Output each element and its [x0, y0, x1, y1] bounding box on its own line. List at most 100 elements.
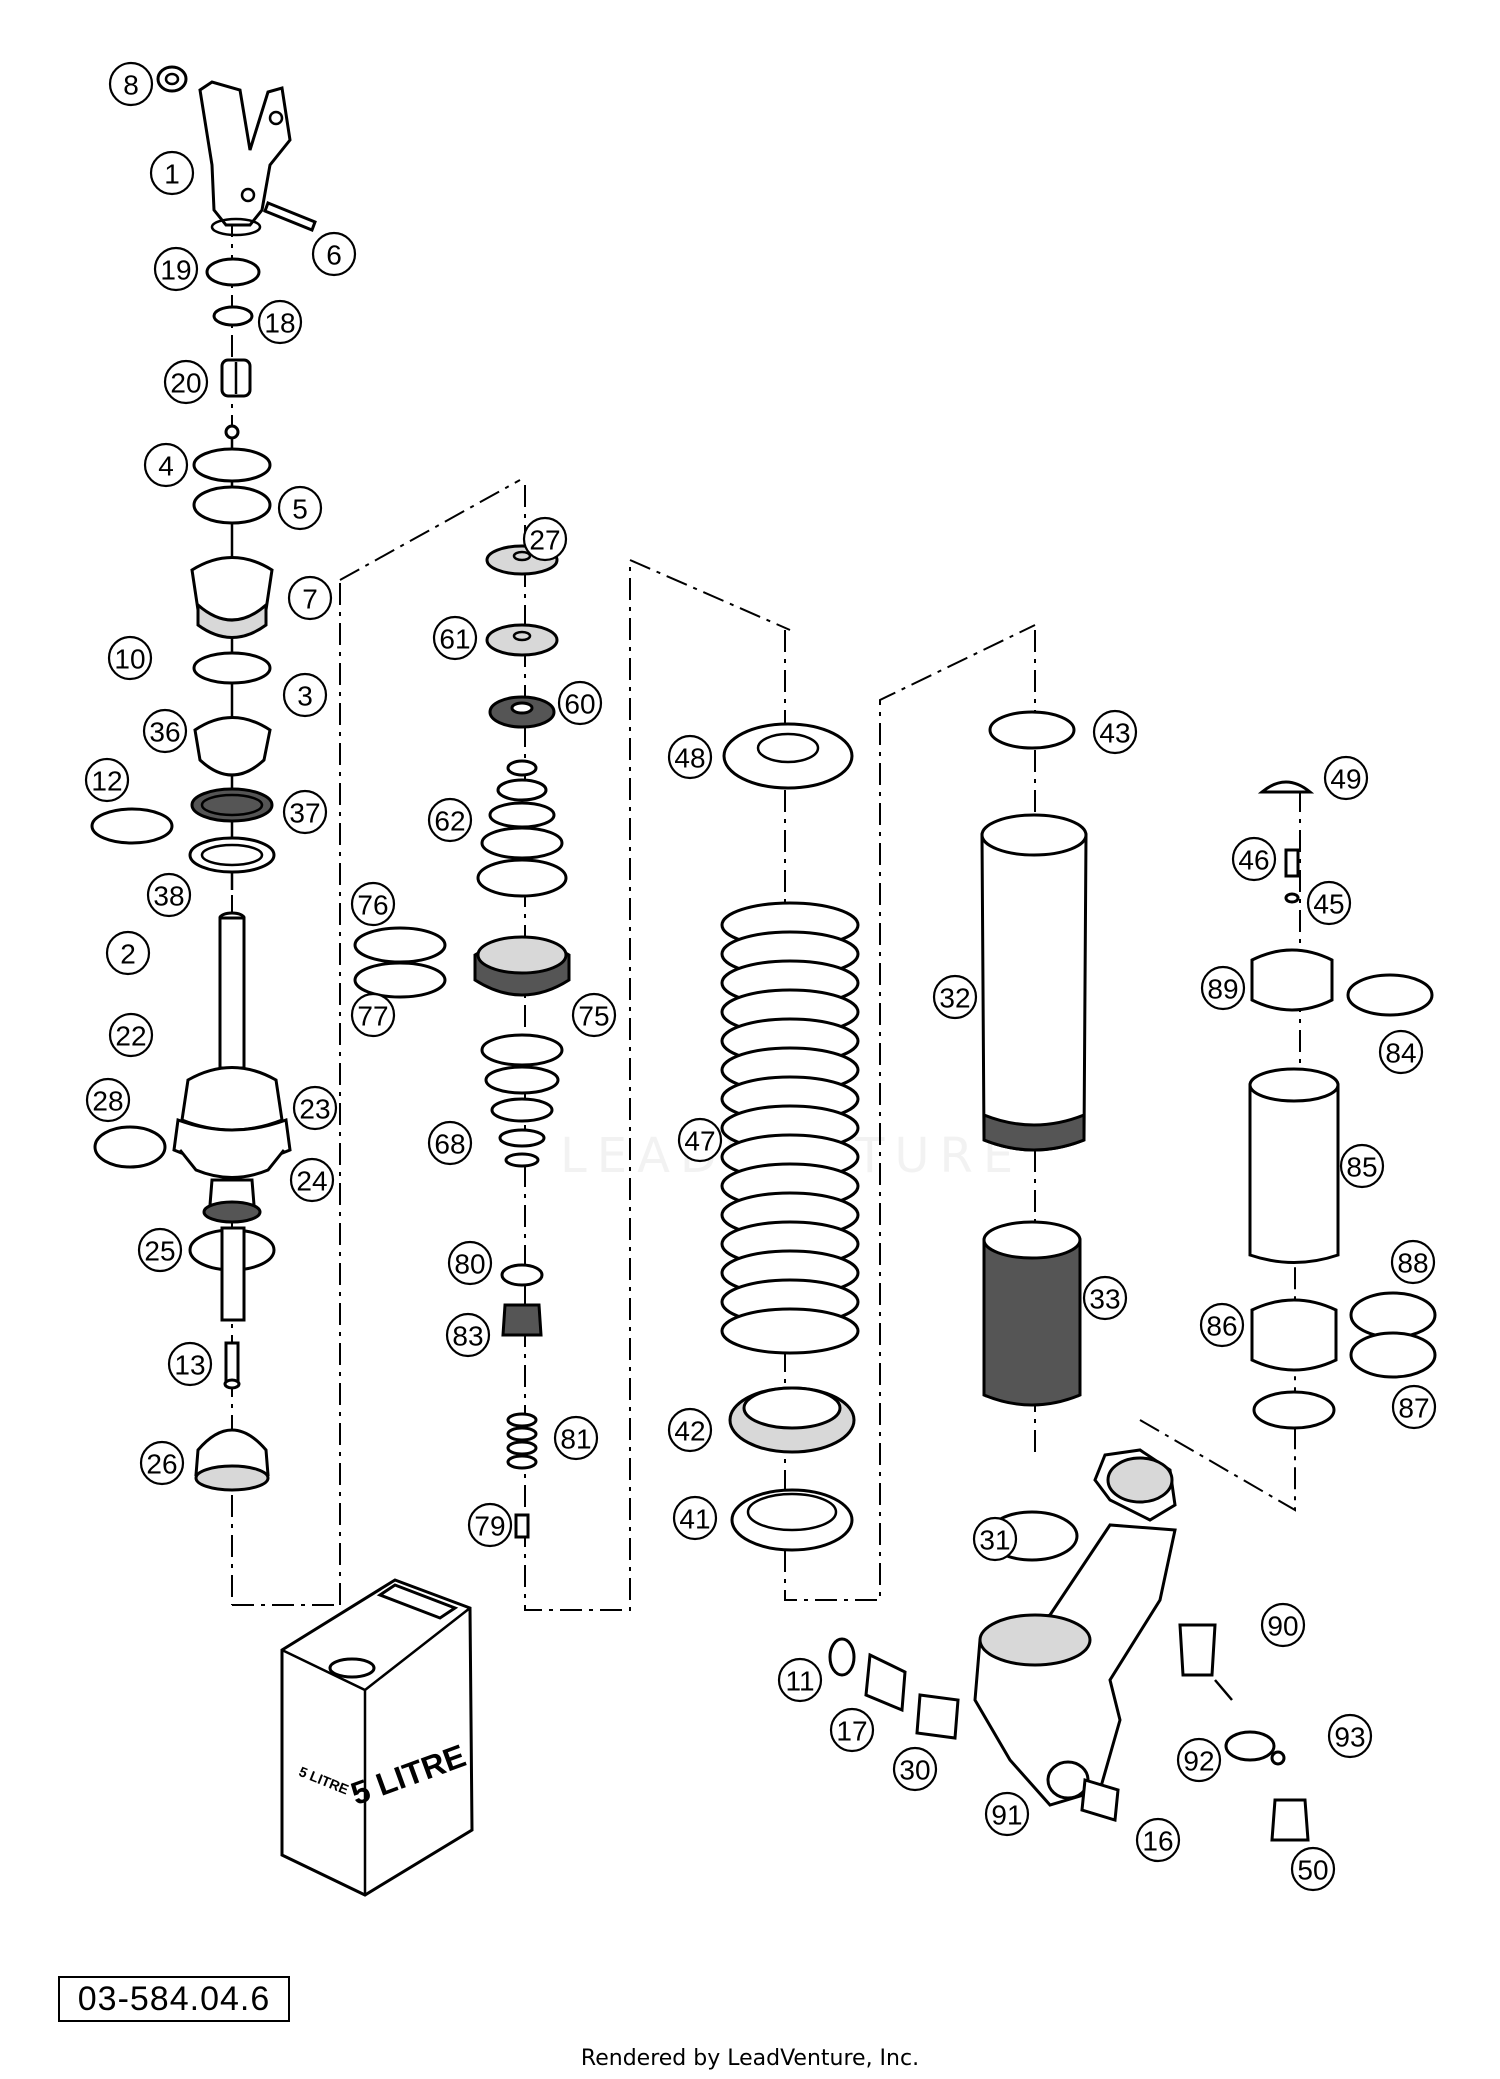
callout-circle: [143, 442, 189, 488]
callout-number: 3: [297, 681, 313, 712]
callout-62: 62: [427, 797, 473, 843]
callout-number: 83: [452, 1321, 483, 1352]
part-8-nut: [156, 65, 188, 93]
callout-circle: [672, 1495, 718, 1541]
callout-number: 8: [123, 70, 139, 101]
callout-75: 75: [571, 992, 617, 1038]
callout-circle: [1135, 1817, 1181, 1863]
callout-7: 7: [287, 575, 333, 621]
callout-31: 31: [972, 1516, 1018, 1562]
part-rod-top-stack: [188, 424, 276, 890]
callout-circle: [85, 1077, 131, 1123]
callout-circle: [1176, 1737, 1222, 1783]
callout-circle: [1199, 1302, 1245, 1348]
callout-number: 91: [991, 1800, 1022, 1831]
callout-number: 33: [1089, 1284, 1120, 1315]
part-2-piston-rod: [218, 911, 246, 1070]
callout-19: 19: [153, 246, 199, 292]
part-rod-lower: [220, 1226, 246, 1322]
callout-circle: [257, 299, 303, 345]
callout-83: 83: [445, 1312, 491, 1358]
callout-42: 42: [667, 1407, 713, 1453]
callout-91: 91: [984, 1791, 1030, 1837]
callout-8: 8: [108, 61, 154, 107]
callout-number: 46: [1238, 845, 1269, 876]
part-20-bushing: [220, 358, 252, 398]
part-13-screw: [223, 1341, 241, 1390]
part-30-lower-eye: [973, 1448, 1177, 1807]
callout-number: 88: [1397, 1248, 1428, 1279]
callout-number: 86: [1206, 1311, 1237, 1342]
callout-18: 18: [257, 299, 303, 345]
callout-circle: [932, 974, 978, 1020]
callout-circle: [984, 1791, 1030, 1837]
part-22-23-rod-guide: [172, 1066, 292, 1179]
callout-circle: [1327, 1713, 1373, 1759]
callout-circle: [467, 1502, 513, 1548]
callout-number: 42: [674, 1416, 705, 1447]
callout-number: 60: [564, 689, 595, 720]
callout-92: 92: [1176, 1737, 1222, 1783]
part-24-piston: [202, 1178, 262, 1224]
callout-33: 33: [1082, 1275, 1128, 1321]
callout-number: 7: [302, 584, 318, 615]
callout-number: 61: [439, 624, 470, 655]
callout-number: 90: [1267, 1611, 1298, 1642]
part-33-sleeve: [982, 1220, 1082, 1407]
callout-number: 47: [684, 1126, 715, 1157]
callout-circle: [105, 930, 151, 976]
callout-87: 87: [1391, 1384, 1437, 1430]
callout-circle: [1391, 1384, 1437, 1430]
callout-23: 23: [292, 1085, 338, 1131]
callout-circle: [445, 1312, 491, 1358]
part-42-41-nuts: [728, 1386, 856, 1552]
callout-circle: [107, 635, 153, 681]
callout-number: 85: [1346, 1152, 1377, 1183]
part-1-clevis: [198, 80, 292, 237]
callout-number: 81: [560, 1424, 591, 1455]
callout-circle: [667, 734, 713, 780]
callout-26: 26: [139, 1440, 185, 1486]
callout-circle: [1306, 880, 1352, 926]
callout-85: 85: [1339, 1143, 1385, 1189]
render-credit: Rendered by LeadVenture, Inc.: [580, 2046, 920, 2071]
callout-32: 32: [932, 974, 978, 1020]
callout-68: 68: [427, 1120, 473, 1166]
callout-circle: [1323, 755, 1369, 801]
callout-circle: [282, 672, 328, 718]
callout-77: 77: [350, 992, 396, 1038]
callout-number: 77: [357, 1001, 388, 1032]
callout-12: 12: [84, 757, 130, 803]
part-32-body-tube: [980, 813, 1088, 1152]
callout-circle: [167, 1341, 213, 1387]
callout-circle: [139, 1440, 185, 1486]
callout-circle: [1200, 965, 1246, 1011]
callout-circle: [1092, 709, 1138, 755]
callout-circle: [311, 231, 357, 277]
callout-number: 23: [299, 1094, 330, 1125]
callout-25: 25: [137, 1227, 183, 1273]
callout-80: 80: [447, 1240, 493, 1286]
part-12-circlip: [90, 807, 174, 845]
part-6-pin: [263, 201, 317, 232]
callout-circle: [350, 992, 396, 1038]
callout-48: 48: [667, 734, 713, 780]
callout-circle: [427, 797, 473, 843]
callout-circle: [829, 1707, 875, 1753]
callout-number: 89: [1207, 974, 1238, 1005]
callout-number: 79: [474, 1511, 505, 1542]
callout-49: 49: [1323, 755, 1369, 801]
callout-circle: [571, 992, 617, 1038]
callout-61: 61: [432, 615, 478, 661]
callout-number: 2: [120, 939, 136, 970]
callout-number: 17: [836, 1716, 867, 1747]
part-28-ring: [93, 1125, 167, 1169]
callout-circle: [553, 1415, 599, 1461]
callout-circle: [522, 516, 568, 562]
callout-38: 38: [146, 872, 192, 918]
part-50-oil-can: 5 LITRE 5 LITRE: [280, 1578, 474, 1897]
callout-16: 16: [1135, 1817, 1181, 1863]
callout-number: 45: [1313, 889, 1344, 920]
callout-number: 48: [674, 743, 705, 774]
callout-3: 3: [282, 672, 328, 718]
